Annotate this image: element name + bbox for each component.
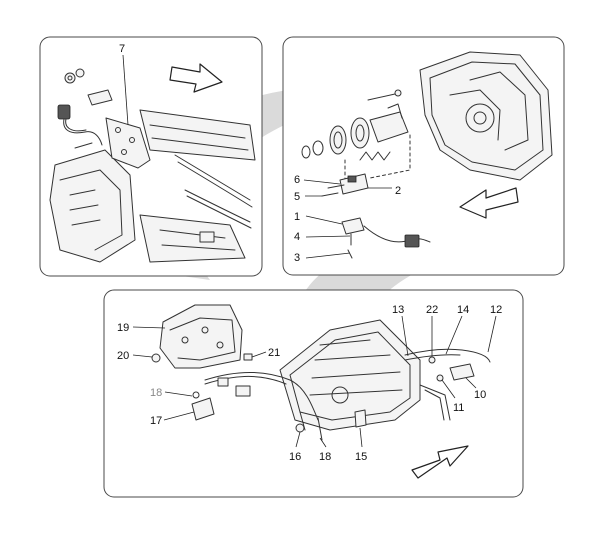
callout-label: 18 xyxy=(150,387,162,399)
callout-22: 22 xyxy=(426,304,438,356)
callout-21: 21 xyxy=(251,347,280,359)
callout-label: 16 xyxy=(289,451,301,463)
callout-label: 12 xyxy=(490,304,502,316)
callout-label: 11 xyxy=(453,402,464,414)
block-arrow-icon xyxy=(411,445,469,479)
callout-label: 15 xyxy=(355,451,367,463)
callout-18-muted: 18 xyxy=(150,387,193,399)
callout-label: 2 xyxy=(395,185,401,197)
callout-label: 4 xyxy=(294,231,300,243)
callout-16: 16 xyxy=(289,431,301,463)
panel-top-right: 6 5 2 1 4 3 xyxy=(282,36,565,276)
callout-3: 3 xyxy=(294,252,351,264)
callout-2: 2 xyxy=(368,185,401,197)
callout-label: 7 xyxy=(119,43,125,55)
callout-15: 15 xyxy=(355,427,367,463)
gearbox-assembly-drawing xyxy=(151,304,491,441)
callout-label: 10 xyxy=(474,389,486,401)
callout-label: 1 xyxy=(294,211,300,223)
panel-bottom: 19 20 21 18 17 13 22 14 xyxy=(103,289,524,498)
callout-19: 19 xyxy=(117,322,166,334)
callout-1: 1 xyxy=(294,211,343,225)
transmission-assembly-drawing xyxy=(49,68,256,263)
callout-label: 19 xyxy=(117,322,129,334)
callout-4: 4 xyxy=(294,231,351,243)
callout-10: 10 xyxy=(465,377,486,401)
callout-label: 22 xyxy=(426,304,438,316)
callout-6: 6 xyxy=(294,174,341,186)
callout-11: 11 xyxy=(441,379,464,414)
callout-label: 20 xyxy=(117,350,129,362)
callout-18: 18 xyxy=(319,437,331,463)
callout-label: 6 xyxy=(294,174,300,186)
callout-20: 20 xyxy=(117,350,153,362)
block-arrow-icon xyxy=(459,187,519,219)
callout-17: 17 xyxy=(150,411,195,427)
callout-13: 13 xyxy=(392,304,409,357)
callout-label: 14 xyxy=(457,304,469,316)
callout-label: 18 xyxy=(319,451,331,463)
callout-label: 5 xyxy=(294,191,300,203)
gearbox-housing-drawing xyxy=(301,51,553,259)
callout-label: 21 xyxy=(268,347,280,359)
callout-7: 7 xyxy=(119,43,129,126)
panel-top-left: 7 xyxy=(39,36,263,277)
callout-12: 12 xyxy=(487,304,502,353)
callout-5: 5 xyxy=(294,191,322,203)
callout-14: 14 xyxy=(445,304,469,355)
callout-label: 3 xyxy=(294,252,300,264)
callout-label: 17 xyxy=(150,415,162,427)
callout-label: 13 xyxy=(392,304,404,316)
block-arrow-icon xyxy=(169,63,223,93)
